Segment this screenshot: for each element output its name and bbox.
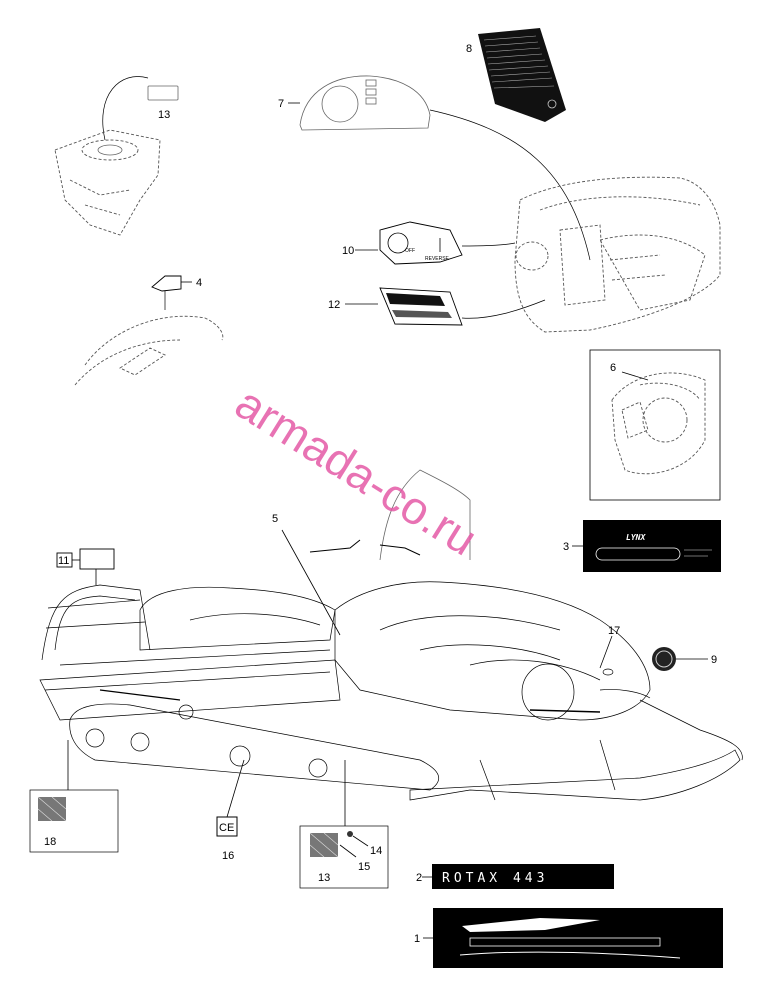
rotax-decal: ROTAX 443 <box>432 864 614 889</box>
console-assembly <box>54 76 179 236</box>
callout-8: 8 <box>466 43 472 55</box>
inset-box-6 <box>589 349 721 501</box>
rotax-text: ROTAX 443 <box>442 871 548 886</box>
reflector-13-box <box>299 760 389 889</box>
callout-13-bottom: 13 <box>318 872 330 884</box>
callout-11: 11 <box>58 555 69 567</box>
callout-4: 4 <box>196 277 202 289</box>
lynx-logo-text: LYNX <box>626 533 646 542</box>
callout-5: 5 <box>272 513 278 525</box>
round-badge-decal <box>652 647 708 671</box>
snowmobile-body <box>39 469 743 801</box>
reflector-18-box <box>29 740 119 853</box>
callout-16: 16 <box>222 850 234 862</box>
hood-assembly <box>514 176 721 333</box>
decal-off-text: OFF <box>405 248 415 254</box>
hood-logo-decal <box>379 287 546 326</box>
callout-2: 2 <box>416 872 422 884</box>
ce-mark-text: CE <box>219 822 234 834</box>
callout-17: 17 <box>608 625 620 637</box>
callout-18: 18 <box>44 836 56 848</box>
callout-7: 7 <box>278 98 284 110</box>
callout-15: 15 <box>358 861 370 873</box>
ce-mark-decal: CE <box>216 759 245 837</box>
callout-12: 12 <box>328 299 340 311</box>
callout-6: 6 <box>610 362 616 374</box>
callout-13-top: 13 <box>158 109 170 121</box>
lynx-decal: LYNX <box>583 520 721 572</box>
callout-9: 9 <box>711 654 717 666</box>
control-decal: OFF REVERSE <box>379 221 516 265</box>
fender-tag-decal <box>74 275 224 386</box>
warning-decal <box>478 28 566 122</box>
decal-reverse-text: REVERSE <box>425 256 450 262</box>
gauge-cover-decal <box>299 75 591 261</box>
callout-14: 14 <box>370 845 382 857</box>
model-decal <box>433 908 723 968</box>
watermark: armada-co.ru <box>227 376 487 565</box>
callout-1: 1 <box>414 933 420 945</box>
callout-3: 3 <box>563 541 569 553</box>
callout-10: 10 <box>342 245 354 257</box>
decal-11-box <box>56 548 115 585</box>
